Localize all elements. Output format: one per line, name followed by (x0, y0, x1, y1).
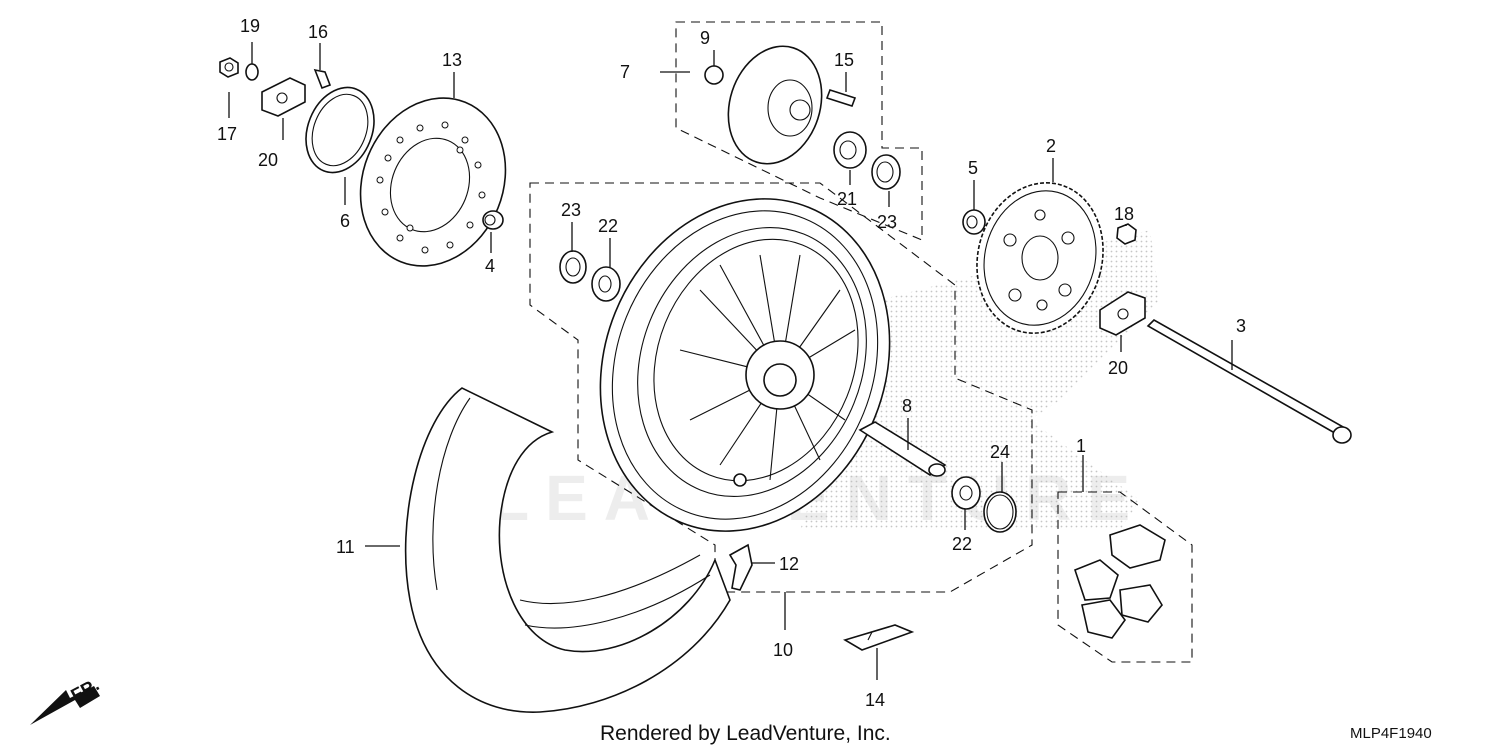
balance-weight-14[interactable] (843, 624, 915, 651)
tire[interactable] (404, 387, 731, 713)
o-ring-24[interactable] (983, 491, 1017, 533)
callout-1[interactable]: 1 (1076, 436, 1086, 456)
callout-10[interactable]: 10 (773, 640, 793, 660)
diagram-code: MLP4F1940 (1350, 725, 1432, 742)
callout-18[interactable]: 18 (1114, 204, 1134, 224)
sprocket[interactable] (960, 169, 1119, 348)
callout-11[interactable]: 11 (336, 537, 355, 557)
bolt-16[interactable] (313, 68, 332, 90)
nut-17[interactable] (219, 57, 239, 78)
callout-7[interactable]: 7 (620, 62, 630, 82)
callout-21[interactable]: 21 (837, 189, 857, 209)
wheel-group-outline (529, 182, 1033, 593)
disc-shim[interactable] (294, 77, 386, 183)
washer-19[interactable] (245, 63, 259, 81)
callout-23-hub[interactable]: 23 (877, 212, 897, 232)
damper-group-outline (1057, 491, 1193, 663)
callout-19[interactable]: 19 (240, 16, 260, 36)
callout-22-left[interactable]: 22 (598, 216, 618, 236)
chain-adjuster-plate-20-right[interactable] (1099, 291, 1146, 336)
oil-seal-23-hub[interactable] (871, 154, 901, 190)
wheel-rim[interactable] (552, 155, 939, 575)
hub-group-outline (675, 21, 923, 241)
leader-lines (228, 42, 1233, 680)
collar-4[interactable] (482, 210, 504, 230)
callout-9[interactable]: 9 (700, 28, 710, 48)
callout-3[interactable]: 3 (1236, 316, 1246, 336)
chain-adjuster-plate-20-left[interactable] (261, 77, 306, 117)
oil-seal-23-wheel[interactable] (559, 250, 587, 284)
footer-credit: Rendered by LeadVenture, Inc. (600, 722, 891, 745)
bearing-22-left[interactable] (591, 266, 621, 302)
callout-23-wheel[interactable]: 23 (561, 200, 581, 220)
flange-hub-7[interactable] (714, 34, 837, 176)
callout-13[interactable]: 13 (442, 50, 462, 70)
callout-4[interactable]: 4 (485, 256, 495, 276)
stud-15[interactable] (825, 89, 857, 107)
callout-12[interactable]: 12 (779, 554, 799, 574)
collar-5[interactable] (962, 209, 986, 235)
callout-20-right[interactable]: 20 (1108, 358, 1128, 378)
distance-collar-8[interactable] (858, 421, 947, 477)
callout-5[interactable]: 5 (968, 158, 978, 178)
callout-2[interactable]: 2 (1046, 136, 1056, 156)
collar-9[interactable] (704, 65, 724, 85)
bearing-21[interactable] (833, 131, 867, 169)
callout-22-right[interactable]: 22 (952, 534, 972, 554)
nut-18[interactable] (1116, 223, 1137, 245)
callout-15[interactable]: 15 (834, 50, 854, 70)
callout-6[interactable]: 6 (340, 211, 350, 231)
axle[interactable] (1146, 319, 1352, 444)
callout-17[interactable]: 17 (217, 124, 237, 144)
callout-20-left[interactable]: 20 (258, 150, 278, 170)
valve-12[interactable] (728, 543, 753, 591)
callout-16[interactable]: 16 (308, 22, 328, 42)
front-direction-arrow: FR. (30, 674, 102, 725)
callout-14[interactable]: 14 (865, 690, 885, 710)
damper-rubbers[interactable] (1074, 524, 1166, 639)
callout-24[interactable]: 24 (990, 442, 1010, 462)
bearing-22-right[interactable] (951, 476, 981, 510)
brake-disc[interactable] (336, 76, 530, 288)
callout-8[interactable]: 8 (902, 396, 912, 416)
